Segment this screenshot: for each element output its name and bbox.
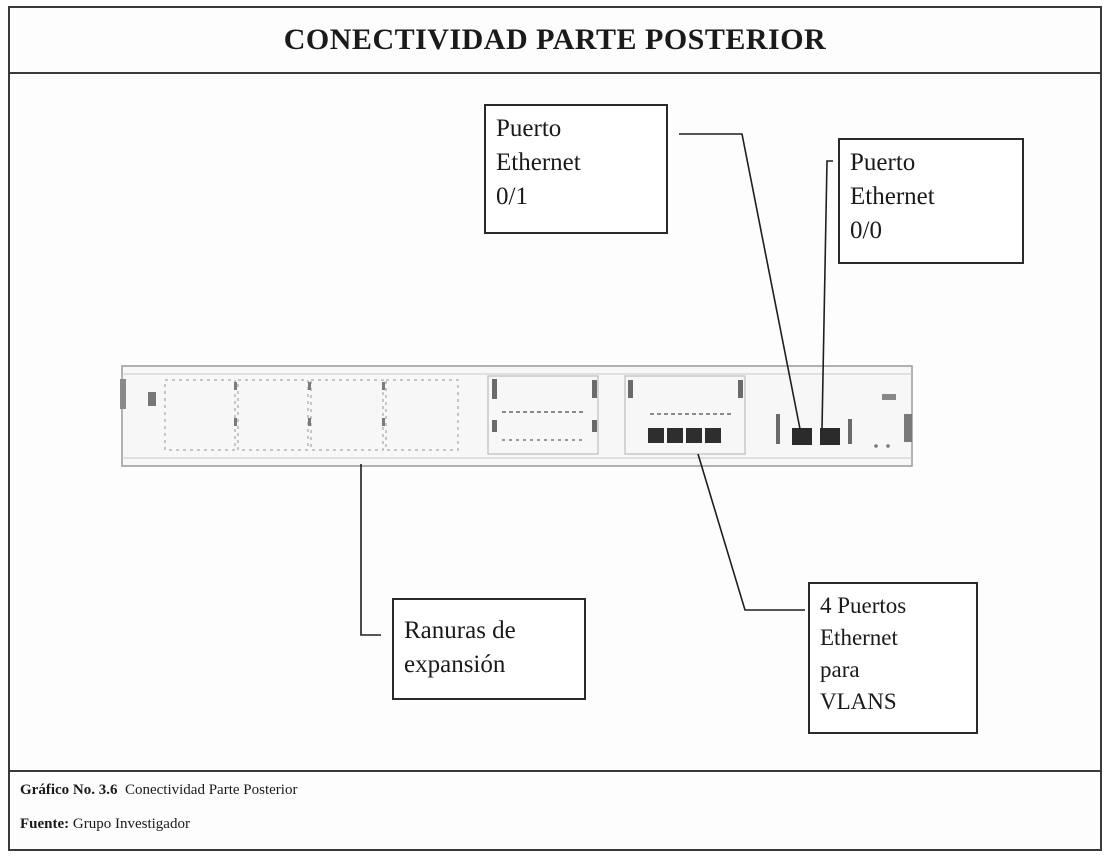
expansion-slots xyxy=(164,379,459,451)
leader-lines xyxy=(360,133,833,636)
label-vlan-ports-line3: para xyxy=(820,657,860,682)
leader-slots xyxy=(360,464,381,636)
onboard-ethernet-ports xyxy=(776,414,890,448)
figure-caption-label: Gráfico No. 3.6 xyxy=(20,782,118,798)
label-ethernet-0-1: Puerto Ethernet 0/1 xyxy=(484,104,668,234)
leader-eth01 xyxy=(679,133,801,430)
label-ethernet-0-0-line1: Puerto xyxy=(850,149,916,176)
label-ethernet-0-0-line3: 0/0 xyxy=(850,217,882,244)
vlan-port-4 xyxy=(705,428,721,443)
label-vlan-ports-line2: Ethernet xyxy=(820,625,898,650)
label-ethernet-0-0: Puerto Ethernet 0/0 xyxy=(838,138,1024,264)
source-label: Fuente: xyxy=(20,816,70,832)
router-diagram xyxy=(120,133,913,636)
vlan-port-3 xyxy=(686,428,702,443)
leader-vlan xyxy=(697,453,805,611)
vlan-port-1 xyxy=(648,428,664,443)
source-text: Grupo Investigador xyxy=(72,816,190,832)
label-vlan-ports-line1: 4 Puertos xyxy=(820,593,907,618)
label-ethernet-0-1-line3: 0/1 xyxy=(496,183,528,210)
label-ethernet-0-0-line2: Ethernet xyxy=(850,183,935,210)
label-expansion-slots: Ranuras de expansión xyxy=(392,598,586,700)
label-vlan-ports: 4 Puertos Ethernet para VLANS xyxy=(808,582,978,734)
label-expansion-slots-line1: Ranuras de xyxy=(404,617,516,644)
title-bar: CONECTIVIDAD PARTE POSTERIOR xyxy=(10,8,1100,74)
page-title: CONECTIVIDAD PARTE POSTERIOR xyxy=(283,23,827,56)
source-line: Fuente: Grupo Investigador xyxy=(20,816,190,833)
leader-eth00 xyxy=(821,160,833,430)
label-ethernet-0-1-line2: Ethernet xyxy=(496,149,581,176)
figure-caption-text: Conectividad Parte Posterior xyxy=(124,782,298,798)
vlan-port-2 xyxy=(667,428,683,443)
vlan-switch-module xyxy=(624,375,746,455)
router-rear-panel xyxy=(120,365,913,467)
diagram-area: Puerto Ethernet 0/1 Puerto Ethernet 0/0 … xyxy=(10,74,1100,770)
label-expansion-slots-line2: expansión xyxy=(404,651,506,678)
figure-caption: Gráfico No. 3.6 Conectividad Parte Poste… xyxy=(20,782,297,799)
ethernet-port-0-1 xyxy=(792,428,812,445)
figure-frame: CONECTIVIDAD PARTE POSTERIOR xyxy=(8,6,1102,851)
expansion-slot-markers xyxy=(234,382,385,426)
label-vlan-ports-line4: VLANS xyxy=(820,689,897,714)
caption-area: Gráfico No. 3.6 Conectividad Parte Poste… xyxy=(10,770,1100,849)
middle-module xyxy=(487,375,599,455)
label-ethernet-0-1-line1: Puerto xyxy=(496,115,562,142)
ethernet-port-0-0 xyxy=(820,428,840,445)
